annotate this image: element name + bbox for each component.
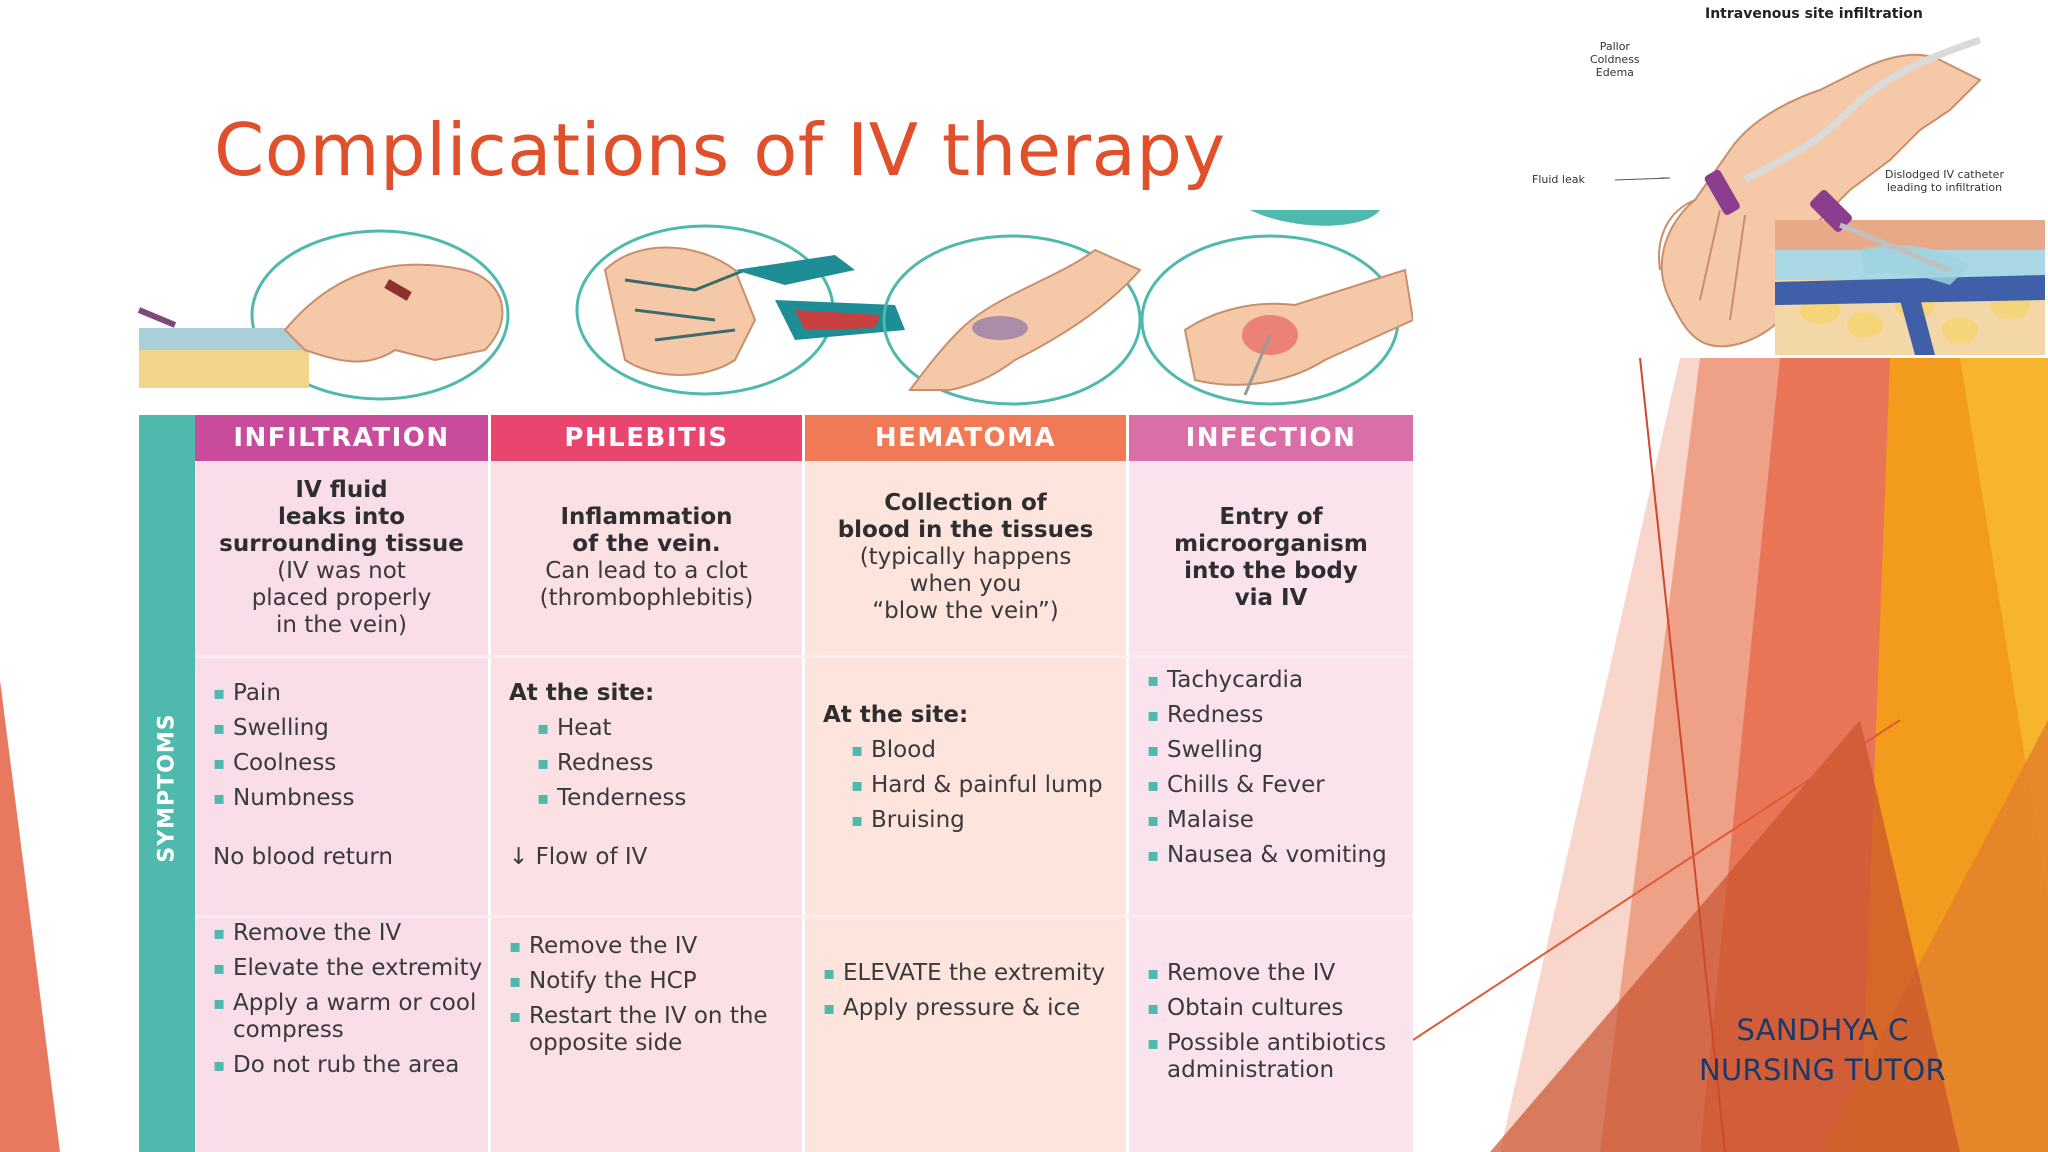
inset-label-dislodged: Dislodged IV catheter leading to infiltr… (1885, 168, 2004, 194)
symptoms-infection: Tachycardia Redness Swelling Chills & Fe… (1129, 667, 1413, 912)
column-phlebitis: PHLEBITIS Inflammation of the vein. Can … (491, 415, 802, 1152)
list-item: Restart the IV on the opposite side (509, 1003, 794, 1057)
list-item: Swelling (213, 715, 488, 742)
column-infection: INFECTION Entry of microorganism into th… (1129, 415, 1413, 1152)
author-name: SANDHYA C (1736, 1013, 1909, 1047)
list-item: Possible antibiotics administration (1147, 1030, 1407, 1084)
list-item: Redness (537, 750, 802, 777)
illustration-row (137, 210, 1413, 406)
list-item: Pain (213, 680, 488, 707)
list-item: Hard & painful lump (851, 772, 1126, 799)
definition-hematoma: Collection of blood in the tissues (typi… (837, 490, 1094, 624)
treatment-infiltration: Remove the IV Elevate the extremity Appl… (195, 920, 488, 1150)
row-divider (195, 915, 1413, 918)
slide-title: Complications of IV therapy (214, 108, 1226, 192)
header-hematoma: HEMATOMA (805, 415, 1126, 461)
complications-infographic: SYMPTOMS INFILTRATION IV fluid leaks int… (135, 210, 1413, 1152)
author-credit: SANDHYA C NURSING TUTOR (1665, 1010, 1980, 1090)
inset-title: Intravenous site infiltration (1705, 6, 1923, 22)
definition-infection: Entry of microorganism into the body via… (1174, 503, 1368, 611)
list-item: Do not rub the area (213, 1052, 484, 1079)
list-item: Obtain cultures (1147, 995, 1407, 1022)
symptoms-phlebitis: At the site: Heat Redness Tenderness ↓ F… (491, 680, 802, 910)
treatment-infection: Remove the IV Obtain cultures Possible a… (1129, 960, 1413, 1150)
treatment-hematoma: ELEVATE the extremity Apply pressure & i… (805, 960, 1126, 1140)
column-infiltration: INFILTRATION IV fluid leaks into surroun… (195, 415, 488, 1152)
inset-label-fluid-leak: Fluid leak (1532, 173, 1585, 186)
list-item: Blood (851, 737, 1126, 764)
complications-table: SYMPTOMS INFILTRATION IV fluid leaks int… (139, 415, 1413, 1152)
list-item: Elevate the extremity (213, 955, 484, 982)
inset-label-signs: Pallor Coldness Edema (1590, 40, 1640, 79)
list-item: Redness (1147, 702, 1413, 729)
row-label-symptoms: SYMPTOMS (154, 713, 180, 863)
list-item: Malaise (1147, 807, 1413, 834)
header-phlebitis: PHLEBITIS (491, 415, 802, 461)
header-infiltration: INFILTRATION (195, 415, 488, 461)
list-item: Nausea & vomiting (1147, 842, 1413, 869)
header-infection: INFECTION (1129, 415, 1413, 461)
author-role: NURSING TUTOR (1699, 1053, 1946, 1087)
list-item: ELEVATE the extremity (823, 960, 1118, 987)
row-divider (195, 655, 1413, 658)
list-item: Heat (537, 715, 802, 742)
row-label-sidebar: SYMPTOMS (139, 415, 195, 1152)
treatment-phlebitis: Remove the IV Notify the HCP Restart the… (491, 933, 802, 1148)
symptoms-infiltration: Pain Swelling Coolness Numbness No blood… (195, 680, 488, 910)
column-hematoma: HEMATOMA Collection of blood in the tiss… (805, 415, 1126, 1152)
list-item: Coolness (213, 750, 488, 777)
hand-iv-drawing (1614, 36, 2045, 355)
list-item: Bruising (851, 807, 1126, 834)
list-item: Apply a warm or cool compress (213, 990, 484, 1044)
list-item: Apply pressure & ice (823, 995, 1118, 1022)
list-item: Remove the IV (213, 920, 484, 947)
iv-infiltration-illustration: Intravenous site infiltration Pallor Col… (1520, 0, 2048, 358)
list-item: Remove the IV (1147, 960, 1407, 987)
list-item: Chills & Fever (1147, 772, 1413, 799)
list-item: Swelling (1147, 737, 1413, 764)
list-item: Notify the HCP (509, 968, 794, 995)
list-item: Tenderness (537, 785, 802, 812)
symptoms-hematoma: At the site: Blood Hard & painful lump B… (805, 702, 1126, 912)
definition-phlebitis: Inflammation of the vein. Can lead to a … (539, 503, 754, 611)
definition-infiltration: IV fluid leaks into surrounding tissue (… (219, 476, 464, 638)
list-item: Tachycardia (1147, 667, 1413, 694)
list-item: Numbness (213, 785, 488, 812)
list-item: Remove the IV (509, 933, 794, 960)
